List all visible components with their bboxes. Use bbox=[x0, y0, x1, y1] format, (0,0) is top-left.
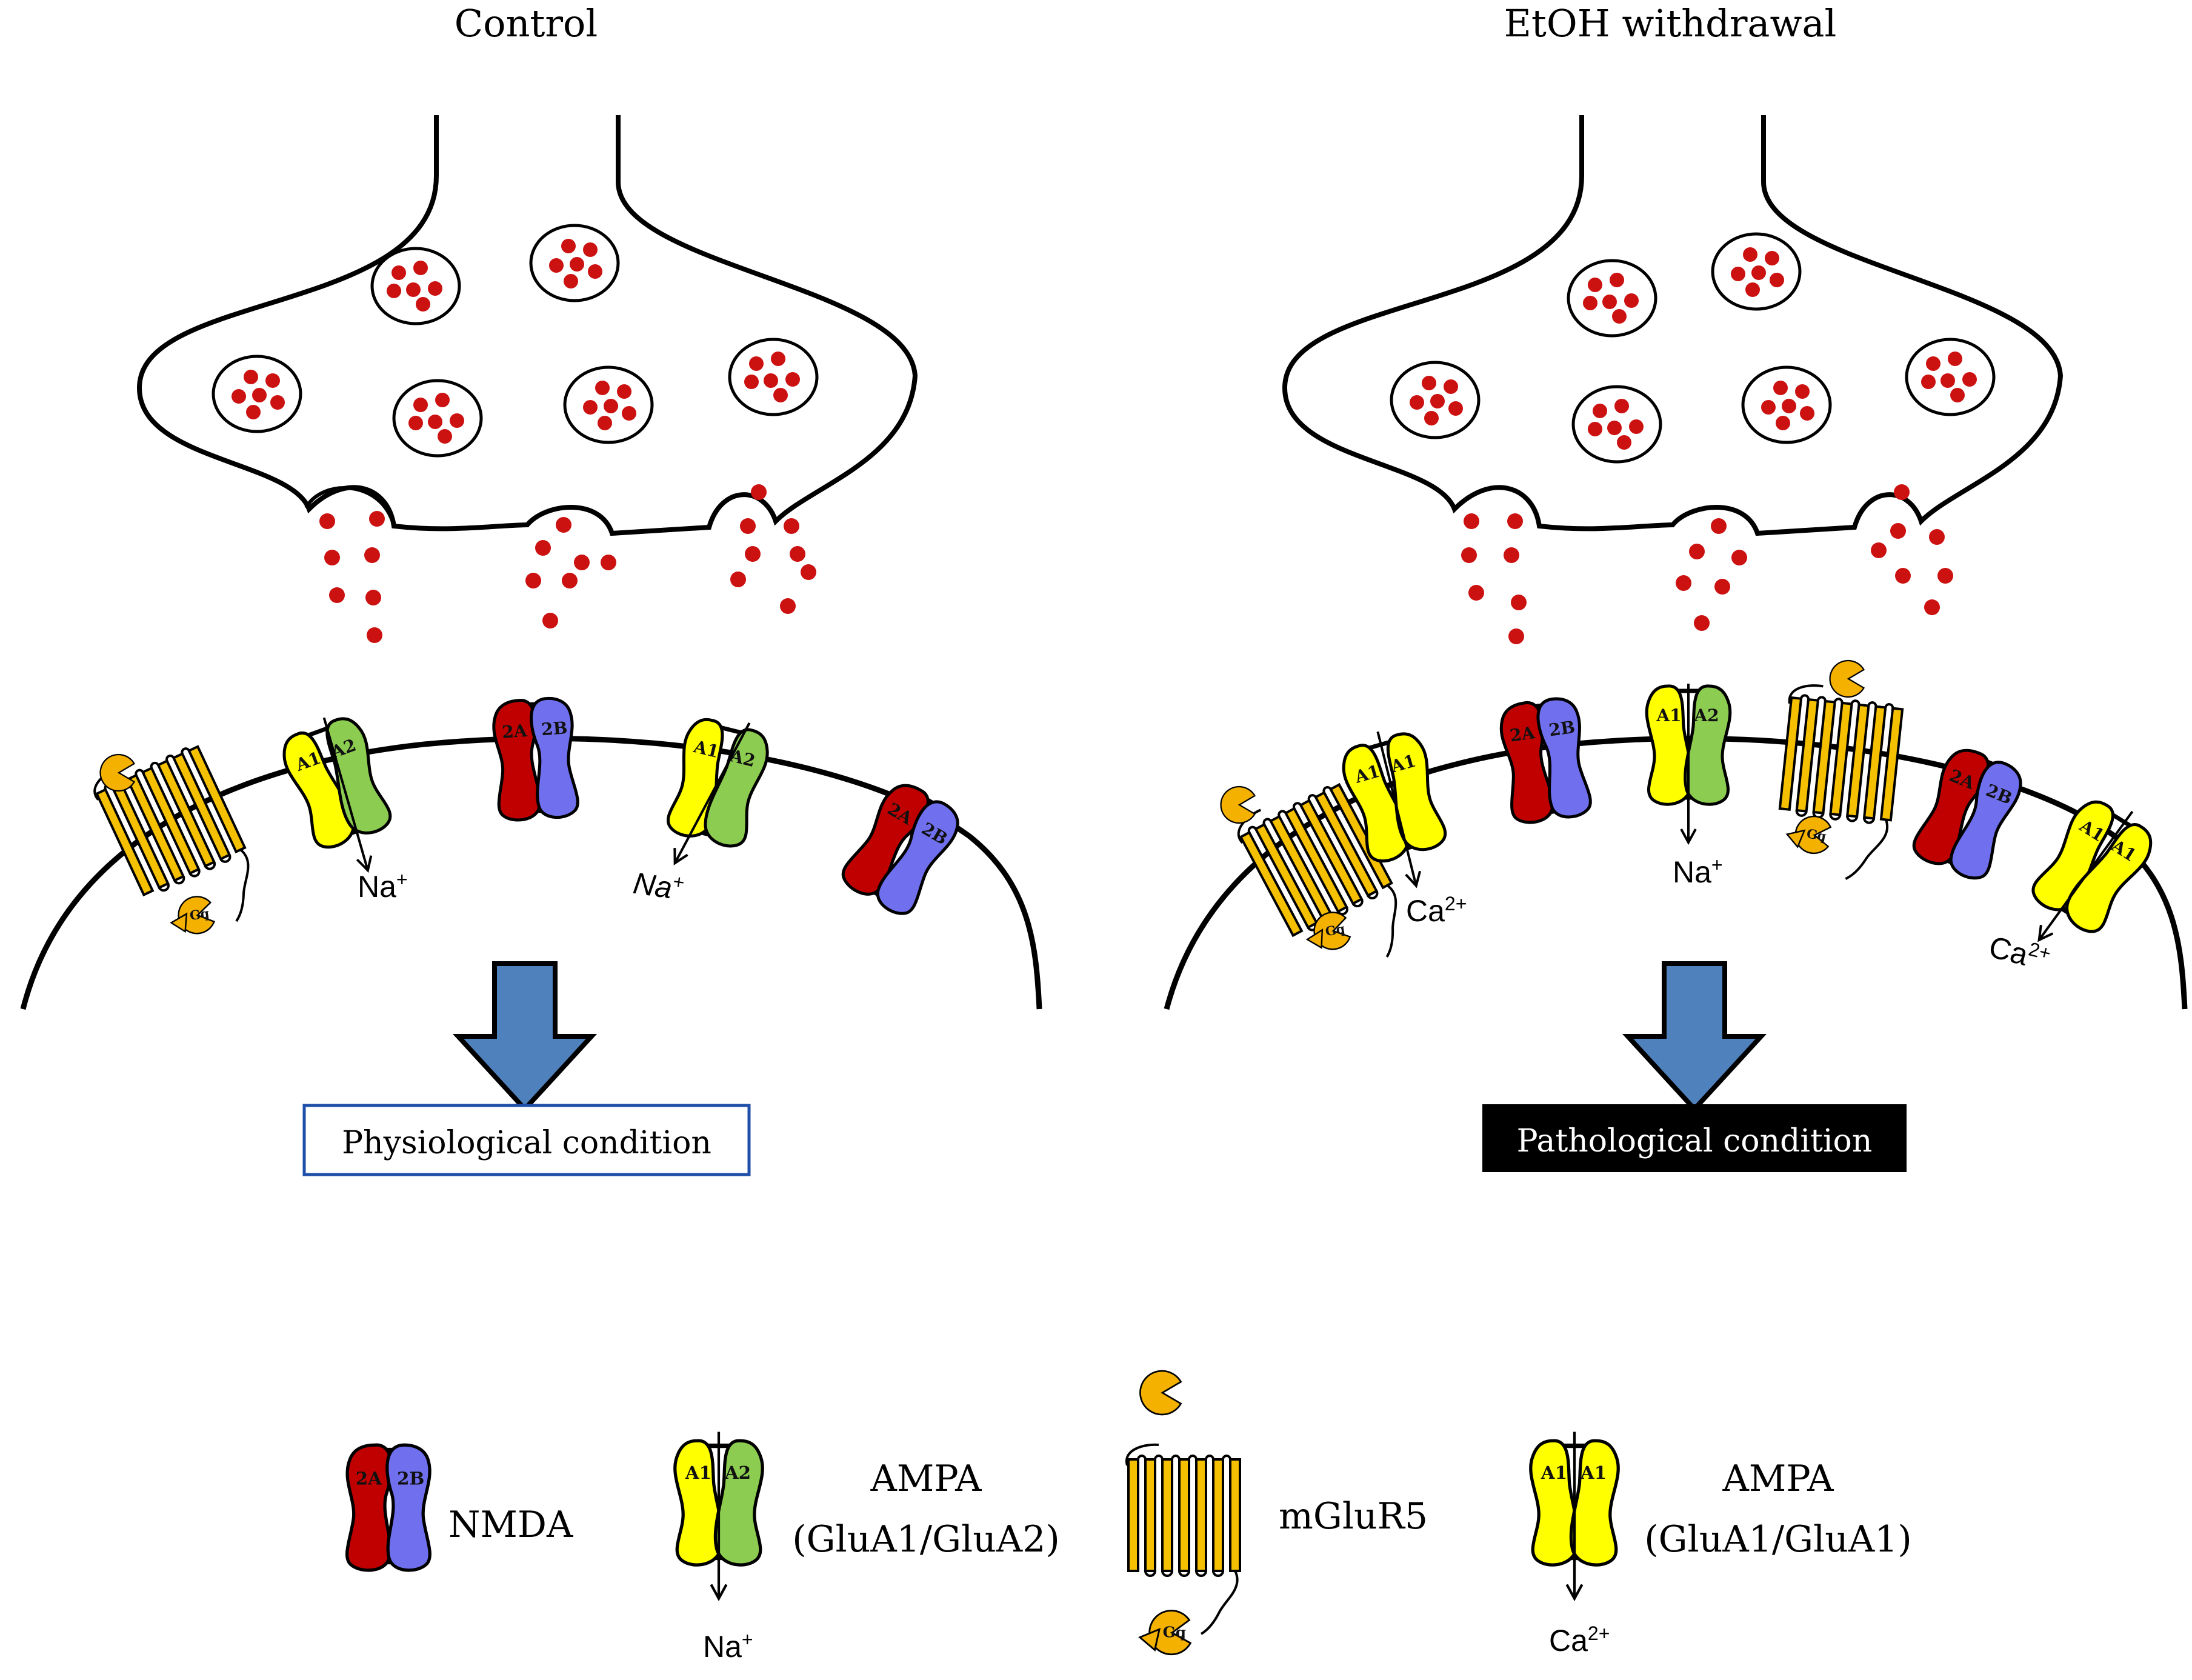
ion-charge: 2+ bbox=[2027, 938, 2053, 964]
legend-ion-label-na: Na+ bbox=[703, 1628, 753, 1664]
etoh-mglur5 bbox=[1770, 681, 1905, 884]
gq-label: Gq bbox=[1324, 921, 1347, 939]
glua1-label: A1 bbox=[1541, 1462, 1567, 1483]
control-ion-label-na: Na+ bbox=[631, 865, 686, 907]
vesicle bbox=[1743, 367, 1830, 442]
control-nmda-receptor: 2A 2B bbox=[491, 697, 579, 822]
control-ampa-glua1-glua2-receptor: A1 A2 bbox=[277, 713, 396, 853]
ion-charge: + bbox=[742, 1628, 753, 1650]
glun2a-label: 2A bbox=[501, 721, 528, 742]
vesicle bbox=[1713, 234, 1800, 309]
legend-mglur5: Gq mGluR5 bbox=[1125, 1370, 1428, 1656]
vesicle bbox=[213, 356, 301, 432]
vesicle bbox=[531, 225, 618, 301]
gq-label: Gq bbox=[1163, 1624, 1186, 1641]
pathological-condition-label: Pathological condition bbox=[1517, 1123, 1873, 1159]
legend-mglur5-label: mGluR5 bbox=[1279, 1495, 1428, 1538]
control-released-glutamate bbox=[319, 484, 816, 643]
etoh-mglur5-ligand bbox=[1220, 785, 1256, 824]
ion-symbol: Ca bbox=[1549, 1624, 1588, 1658]
etoh-released-glutamate bbox=[1461, 484, 1953, 644]
glun2b-label: 2B bbox=[541, 718, 568, 739]
glun2a-label: 2A bbox=[1508, 722, 1537, 746]
control-outcome-arrow bbox=[458, 964, 591, 1109]
vesicle bbox=[394, 381, 481, 456]
glun2b-label: 2B bbox=[1548, 717, 1576, 741]
vesicle bbox=[1568, 261, 1656, 336]
control-vesicles bbox=[213, 225, 817, 456]
glua1-label: A1 bbox=[685, 1462, 711, 1483]
legend-ampa-glua1-glua1: A1 A1 Ca2+ AMPA (GluA1/GluA1) bbox=[1531, 1432, 1912, 1658]
etoh-ampa-glua1-glua2-receptor: A1 A2 bbox=[1647, 686, 1730, 804]
legend-gq-protein: Gq bbox=[1139, 1610, 1191, 1656]
etoh-gq-protein: Gq bbox=[1784, 811, 1834, 857]
etoh-ion-label-na: Na+ bbox=[1673, 854, 1723, 889]
vesicle bbox=[372, 248, 459, 324]
vesicle bbox=[1573, 387, 1661, 462]
glua2-label: A2 bbox=[724, 1462, 751, 1483]
legend: 2A 2B NMDA A1 A2 Na+ AMPA (GluA1/GluA2) bbox=[347, 1370, 1912, 1664]
legend-nmda-label: NMDA bbox=[448, 1504, 573, 1546]
glua2-label: A2 bbox=[1693, 705, 1719, 725]
ion-charge: 2+ bbox=[1445, 893, 1467, 915]
glua1-label: A1 bbox=[1656, 705, 1681, 725]
etoh-vesicles bbox=[1391, 234, 1994, 462]
control-nmda-receptor: 2A 2B bbox=[838, 777, 965, 920]
ion-charge: + bbox=[1711, 854, 1723, 876]
etoh-ion-label-ca: Ca2+ bbox=[1985, 928, 2053, 978]
control-ion-label-na: Na+ bbox=[358, 868, 408, 904]
etoh-ampa-glua1-glua1-receptor: A1 A1 bbox=[1338, 729, 1450, 866]
legend-nmda: 2A 2B NMDA bbox=[347, 1445, 573, 1570]
legend-ampa12-name: AMPA bbox=[870, 1458, 982, 1500]
ion-symbol: Na bbox=[703, 1630, 742, 1664]
ion-charge: + bbox=[671, 870, 686, 893]
control-ampa-glua1-glua2-receptor: A1 A2 bbox=[663, 715, 773, 850]
control-gq-protein: Gq bbox=[167, 893, 216, 938]
pathological-condition-box: Pathological condition bbox=[1482, 1104, 1907, 1172]
control-mglur5-ligand bbox=[99, 753, 135, 792]
vesicle bbox=[730, 339, 817, 415]
ion-symbol: Na bbox=[358, 870, 396, 904]
vesicle bbox=[565, 367, 652, 442]
ion-symbol: Na bbox=[1673, 855, 1711, 889]
etoh-outcome-arrow bbox=[1628, 964, 1761, 1109]
legend-ampa11-name: AMPA bbox=[1722, 1458, 1834, 1500]
legend-ampa-glua1-glua2: A1 A2 Na+ AMPA (GluA1/GluA2) bbox=[675, 1432, 1060, 1664]
ion-charge: + bbox=[396, 868, 408, 890]
control-title: Control bbox=[455, 1, 598, 45]
glua1-label: A1 bbox=[1580, 1462, 1607, 1483]
etoh-nmda-receptor: 2A 2B bbox=[1910, 743, 2027, 883]
legend-mglur5-ligand bbox=[1139, 1370, 1182, 1416]
ion-symbol: Ca bbox=[1406, 894, 1445, 928]
physiological-condition-label: Physiological condition bbox=[342, 1125, 711, 1161]
etoh-presynaptic-terminal bbox=[1282, 115, 2064, 536]
etoh-ion-label-ca: Ca2+ bbox=[1406, 893, 1467, 928]
legend-ampa11-subunits: (GluA1/GluA1) bbox=[1644, 1518, 1912, 1561]
etoh-mglur5-ligand bbox=[1829, 659, 1865, 698]
etoh-withdrawal-title: EtOH withdrawal bbox=[1504, 1, 1837, 45]
vesicle bbox=[1907, 339, 1994, 415]
glun2b-label: 2B bbox=[397, 1467, 424, 1488]
gq-label: Gq bbox=[1805, 825, 1828, 844]
gq-label: Gq bbox=[188, 905, 210, 923]
ion-charge: 2+ bbox=[1588, 1622, 1610, 1644]
legend-ampa12-subunits: (GluA1/GluA2) bbox=[792, 1518, 1060, 1561]
physiological-condition-box: Physiological condition bbox=[302, 1104, 751, 1176]
legend-ion-label-ca: Ca2+ bbox=[1549, 1622, 1610, 1658]
ion-symbol: Na bbox=[631, 866, 675, 905]
ion-symbol: Ca bbox=[1985, 930, 2031, 972]
glun2a-label: 2A bbox=[356, 1467, 382, 1488]
vesicle bbox=[1391, 362, 1479, 438]
etoh-nmda-receptor: 2A 2B bbox=[1497, 696, 1592, 825]
etoh-gq-protein: Gq bbox=[1302, 909, 1353, 955]
etoh-ampa-glua1-glua1-receptor: A1 A1 bbox=[2026, 794, 2159, 939]
control-presynaptic-terminal bbox=[136, 115, 918, 536]
